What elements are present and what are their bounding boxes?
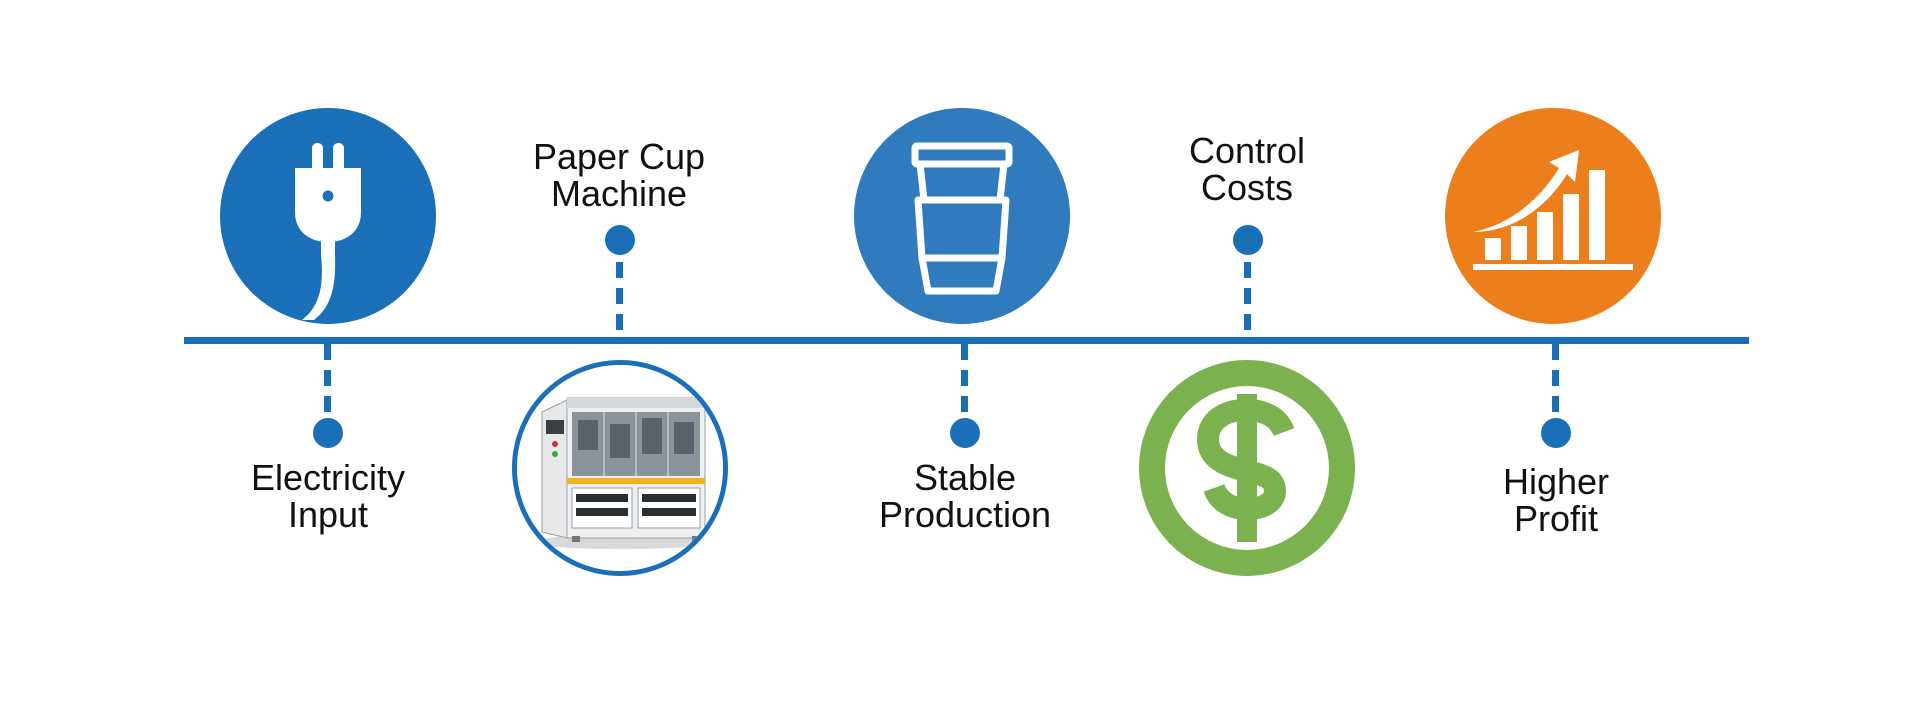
label-line: Production — [878, 494, 1052, 535]
label-line: Electricity — [250, 457, 406, 498]
plug-icon — [220, 108, 436, 324]
label-paper-cup-machine: Paper Cup Machine — [489, 138, 749, 212]
paper-cup-machine-image — [512, 360, 728, 576]
cup-icon — [854, 108, 1070, 324]
label-higher-profit: Higher Profit — [1426, 463, 1686, 537]
label-line: Stable — [913, 457, 1017, 498]
label-line: Machine — [550, 173, 688, 214]
connector-production — [961, 344, 968, 414]
connector-costs — [1244, 262, 1251, 337]
timeline-line — [184, 337, 1749, 344]
label-line: Profit — [1513, 498, 1599, 539]
connector-profit — [1552, 344, 1559, 414]
dollar-icon — [1139, 360, 1355, 576]
dot-machine — [605, 225, 635, 255]
dot-costs — [1233, 225, 1263, 255]
connector-machine — [616, 262, 623, 337]
label-stable-production: Stable Production — [835, 459, 1095, 533]
label-line: Costs — [1200, 167, 1294, 208]
label-control-costs: Control Costs — [1117, 132, 1377, 206]
dot-profit — [1541, 418, 1571, 448]
label-electricity-input: Electricity Input — [198, 459, 458, 533]
dot-production — [950, 418, 980, 448]
label-line: Control — [1188, 130, 1306, 171]
label-line: Paper Cup — [532, 136, 706, 177]
label-line: Input — [287, 494, 369, 535]
growth-chart-icon — [1445, 108, 1661, 324]
label-line: Higher — [1502, 461, 1610, 502]
dot-electricity — [313, 418, 343, 448]
connector-electricity — [324, 344, 331, 414]
